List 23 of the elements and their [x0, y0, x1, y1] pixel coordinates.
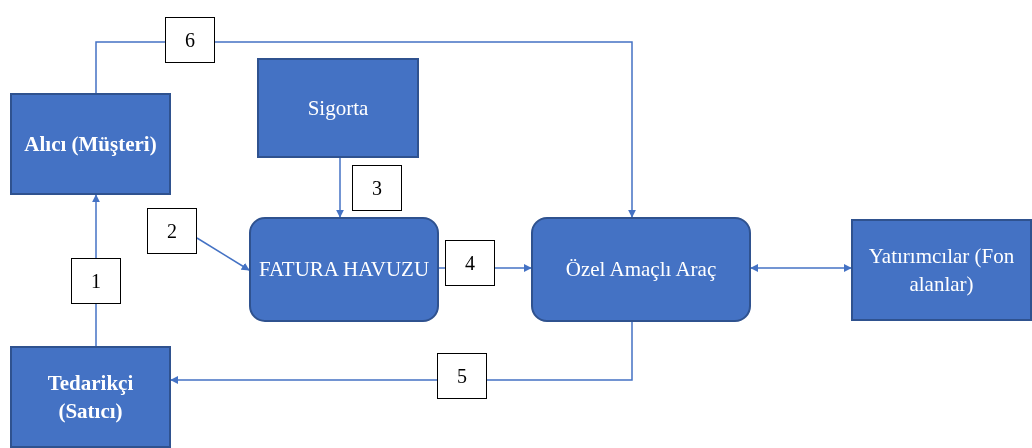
arrow — [750, 264, 852, 272]
box-label: Alıcı (Müşteri) — [24, 130, 157, 158]
box-label: Tedarikçi (Satıcı) — [46, 369, 135, 425]
box-label: Sigorta — [307, 94, 369, 122]
arrow — [95, 41, 636, 218]
box-label: FATURA HAVUZU — [258, 256, 430, 284]
box-label: Yatırımcılar (Fon alanlar) — [867, 242, 1016, 298]
process-box — [10, 93, 171, 195]
edge-label: 2 — [147, 208, 197, 254]
edge-label: 3 — [352, 165, 402, 211]
arrow — [170, 321, 633, 384]
arrow — [336, 157, 344, 218]
edge-label: 6 — [165, 17, 215, 63]
process-box — [257, 58, 419, 158]
process-box — [851, 219, 1032, 321]
edge-label: 4 — [445, 240, 495, 286]
edge-label: 1 — [71, 258, 121, 304]
process-box — [531, 217, 751, 322]
process-box — [10, 346, 171, 448]
arrow — [196, 237, 250, 271]
process-box — [249, 217, 439, 322]
edge-label: 5 — [437, 353, 487, 399]
box-label: Özel Amaçlı Araç — [565, 256, 717, 284]
